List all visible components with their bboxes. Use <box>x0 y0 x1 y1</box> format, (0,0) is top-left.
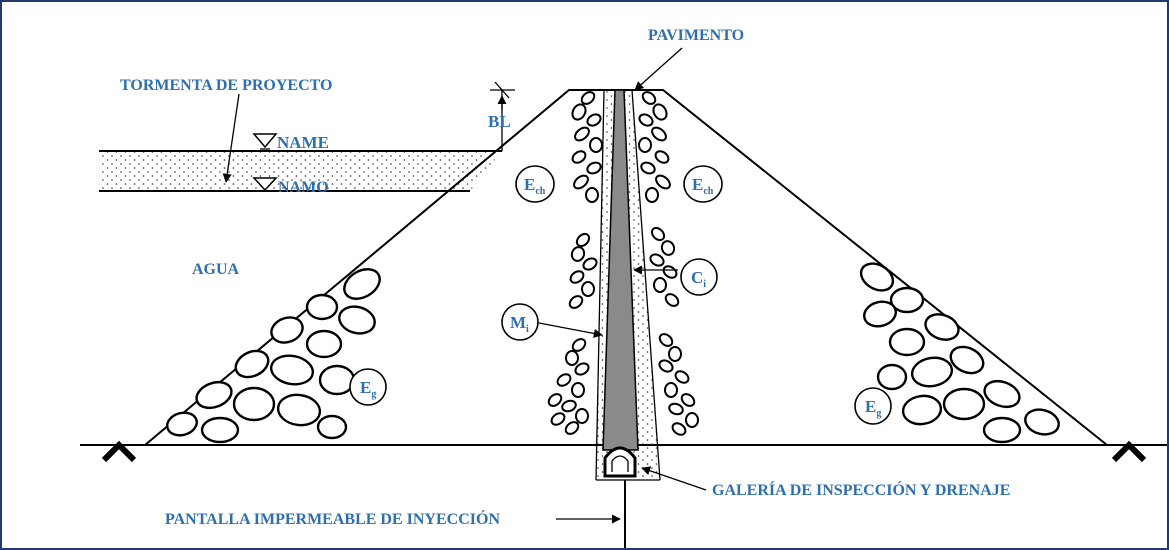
reservoir-storm-band <box>99 151 502 191</box>
galeria-arrow <box>641 466 707 491</box>
galeria-label: GALERÍA DE INSPECCIÓN Y DRENAJE <box>712 480 1010 499</box>
ech-right-bubble <box>683 165 723 203</box>
name-level-triangle <box>252 133 278 149</box>
eg-left-text: Eg <box>360 378 376 400</box>
bl-label: BL <box>488 112 511 131</box>
right-support-mark <box>1111 440 1147 463</box>
tormenta-label: TORMENTA DE PROYECTO <box>120 77 332 94</box>
eg-right-bubble <box>854 387 892 425</box>
eg-left-bubble <box>349 368 387 406</box>
bl-dimension <box>490 81 515 151</box>
namo-label: NAMO <box>278 179 329 196</box>
left-riprap-rocks <box>166 268 381 444</box>
mi-text: Mi <box>510 313 529 335</box>
inspection-gallery <box>603 446 637 478</box>
impermeable-core <box>602 89 639 451</box>
gallery-inner-arch <box>611 455 629 472</box>
right-riprap-rocks <box>859 262 1060 444</box>
left-shell-gravel <box>547 91 603 435</box>
ech-right-text: Ech <box>692 175 714 197</box>
ech-left-bubble <box>515 165 555 203</box>
name-label: NAME <box>277 133 329 152</box>
pantalla-label: PANTALLA IMPERMEABLE DE INYECCIÓN <box>165 509 500 528</box>
right-shell-gravel <box>638 91 699 436</box>
pavimento-arrow <box>634 47 683 91</box>
filter-left-edge <box>595 89 605 481</box>
left-support-mark <box>101 440 137 463</box>
agua-label: AGUA <box>192 261 240 278</box>
ci-bubble <box>680 258 718 296</box>
pavimento-label: PAVIMENTO <box>648 27 744 44</box>
eg-right-text: Eg <box>865 397 881 419</box>
tormenta-arrow <box>222 93 240 183</box>
mi-arrow <box>538 322 603 338</box>
namo-level-triangle <box>252 177 278 192</box>
ech-left-text: Ech <box>524 175 546 197</box>
mi-bubble <box>501 303 539 341</box>
ci-text: Ci <box>691 268 706 290</box>
filter-right-edge <box>631 89 661 481</box>
